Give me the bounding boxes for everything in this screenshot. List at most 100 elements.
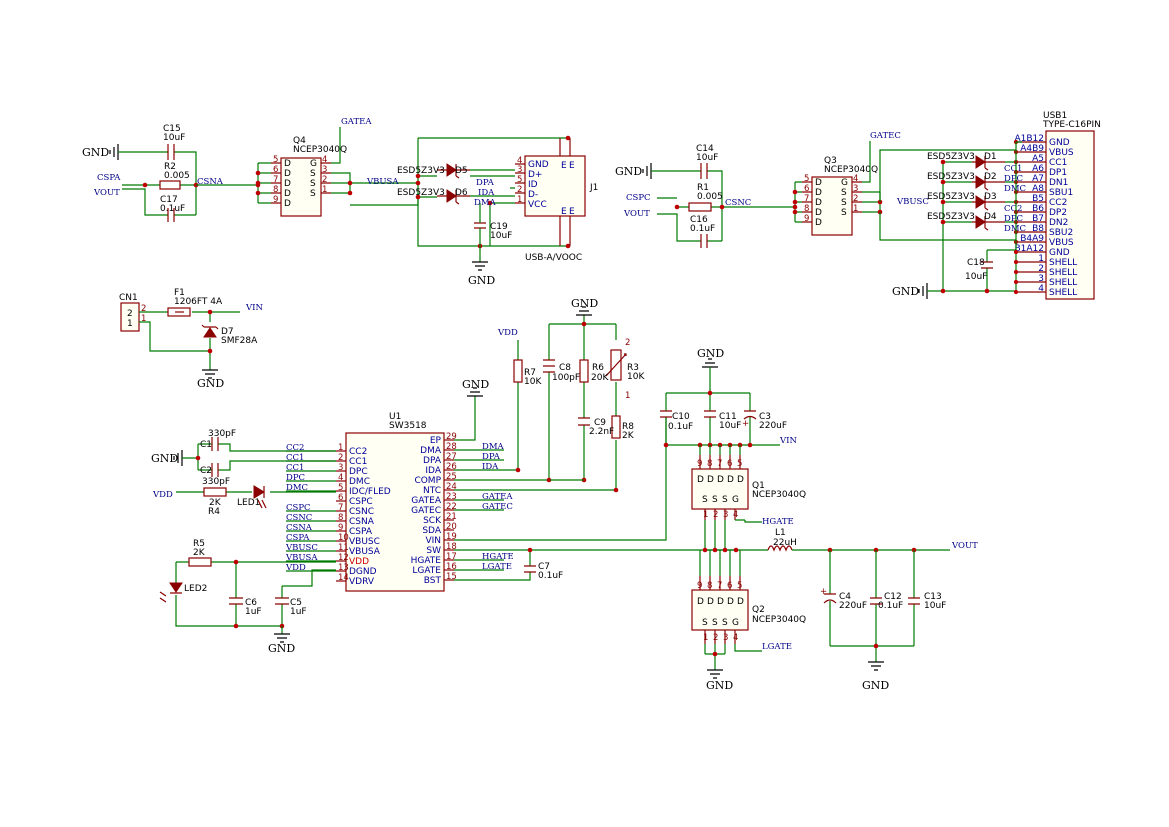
q3-value: NCEP3040Q: [824, 165, 878, 175]
u1-pin-num: 10: [338, 533, 349, 543]
q4-value: NCEP3040Q: [293, 145, 347, 155]
u1-pin-num: 4: [338, 473, 343, 483]
u1-pin-net: CC1: [286, 453, 304, 463]
d4-ref: D4: [984, 212, 997, 222]
svg-text:VCC: VCC: [528, 200, 547, 210]
svg-text:D: D: [737, 475, 744, 485]
usb1-pin-net: DPC: [1004, 214, 1023, 224]
svg-text:2: 2: [625, 338, 630, 348]
svg-text:7: 7: [804, 194, 809, 204]
svg-text:S: S: [841, 188, 847, 198]
gnd-label: GND: [697, 347, 724, 360]
u1-pin-name: DGND: [349, 567, 377, 577]
usb1-pin-net: CC2: [1004, 204, 1022, 214]
c5-ref: C5: [290, 598, 302, 608]
usb1-pin-net: DMC: [1004, 184, 1026, 194]
c3-value: 220uF: [759, 421, 787, 431]
r7-value: 10K: [524, 377, 542, 387]
svg-text:1: 1: [127, 319, 133, 329]
net-gatea: GATEA: [341, 117, 372, 127]
usb1-pin-num: A1B12: [1014, 134, 1044, 144]
gnd-symbol-c15: GND: [82, 144, 119, 160]
svg-text:S: S: [841, 208, 847, 218]
svg-text:4: 4: [853, 174, 858, 184]
gnd-label: GND: [862, 679, 889, 692]
u1-ref: U1: [389, 412, 401, 422]
c1-ref: C1: [200, 440, 212, 450]
gnd-label: GND: [151, 452, 178, 465]
r1-ref: R1: [697, 183, 709, 193]
u1-pin-net: VBUSC: [285, 543, 318, 553]
q2-value: NCEP3040Q: [752, 615, 806, 625]
net-vbusa: VBUSA: [366, 177, 399, 187]
c9-value: 2.2nF: [589, 427, 614, 437]
usb1-pin-num: A6: [1032, 164, 1044, 174]
c10-ref: C10: [672, 412, 690, 422]
svg-text:GND: GND: [528, 160, 549, 170]
svg-text:D: D: [284, 169, 291, 179]
l1-ref: L1: [775, 528, 786, 538]
u1-pin-net: DMC: [286, 483, 308, 493]
usb1-pin-name: DP1: [1049, 168, 1067, 178]
r2-value: 0.005: [164, 171, 190, 181]
usb1-pin-name: VBUS: [1049, 148, 1074, 158]
gnd-label: GND: [706, 679, 733, 692]
svg-text:9: 9: [804, 214, 809, 224]
svg-text:8: 8: [707, 459, 712, 469]
svg-text:D: D: [815, 218, 822, 228]
c3-ref: C3: [759, 412, 771, 422]
u1-pin-name: BST: [424, 576, 442, 586]
u1-pin-name: CC1: [349, 457, 367, 467]
c11-value: 10uF: [719, 421, 741, 431]
d2-value: ESD5Z3V3: [927, 172, 975, 182]
u1-pin-num: 28: [446, 442, 457, 452]
usb1-pin-num: B4A9: [1020, 234, 1044, 244]
r3-ref: R3: [627, 363, 639, 373]
usb1-pin-name: SHELL: [1049, 288, 1077, 298]
q2-ref: Q2: [752, 605, 765, 615]
usb1-pin-name: SHELL: [1049, 268, 1077, 278]
c14-ref: C14: [696, 144, 714, 154]
gnd-symbol-c1c2: GND: [151, 450, 183, 466]
svg-text:D: D: [284, 199, 291, 209]
net-vbusc: VBUSC: [896, 197, 929, 207]
svg-text:2: 2: [853, 194, 858, 204]
net-gatec: GATEC: [870, 131, 901, 141]
svg-text:6: 6: [727, 581, 732, 591]
gnd-symbol-c18: GND: [892, 283, 928, 299]
svg-text:6: 6: [727, 459, 732, 469]
svg-text:D: D: [717, 475, 724, 485]
svg-text:S: S: [712, 495, 718, 505]
net-cspc: CSPC: [626, 193, 651, 203]
c10-value: 0.1uF: [668, 422, 693, 432]
svg-text:3: 3: [723, 510, 728, 520]
d6-ref: D6: [455, 188, 468, 198]
u1-pin-name: VIN: [425, 536, 441, 546]
u1-pin-name: VBUSA: [349, 547, 381, 557]
gnd-label: GND: [571, 297, 598, 310]
usb1-pin-name: SHELL: [1049, 258, 1077, 268]
u1-pin-num: 27: [446, 452, 457, 462]
u1-pin-name: LGATE: [412, 566, 441, 576]
usb1-pin-num: B7: [1032, 214, 1044, 224]
svg-text:D: D: [284, 159, 291, 169]
svg-text:4: 4: [733, 510, 738, 520]
svg-text:D: D: [717, 597, 724, 607]
svg-text:5: 5: [804, 174, 809, 184]
u1-pin-num: 5: [338, 483, 343, 493]
svg-text:7: 7: [717, 459, 722, 469]
svg-text:G: G: [841, 178, 848, 188]
usb1-pin-net: DMC: [1004, 224, 1026, 234]
usb1-pin-num: 3: [1038, 274, 1044, 284]
c12-value: 0.1uF: [878, 601, 903, 611]
u1-pin-num: 29: [446, 432, 457, 442]
svg-text:D: D: [697, 475, 704, 485]
usb1-pin-num: A7: [1032, 174, 1044, 184]
u1-pin-num: 17: [446, 552, 457, 562]
svg-text:5: 5: [737, 459, 742, 469]
f1-ref: F1: [174, 288, 185, 298]
u1-pin-name: DPC: [349, 467, 368, 477]
svg-text:4: 4: [733, 633, 738, 643]
c6-value: 1uF: [245, 607, 262, 617]
l1-value: 22uH: [773, 538, 797, 548]
